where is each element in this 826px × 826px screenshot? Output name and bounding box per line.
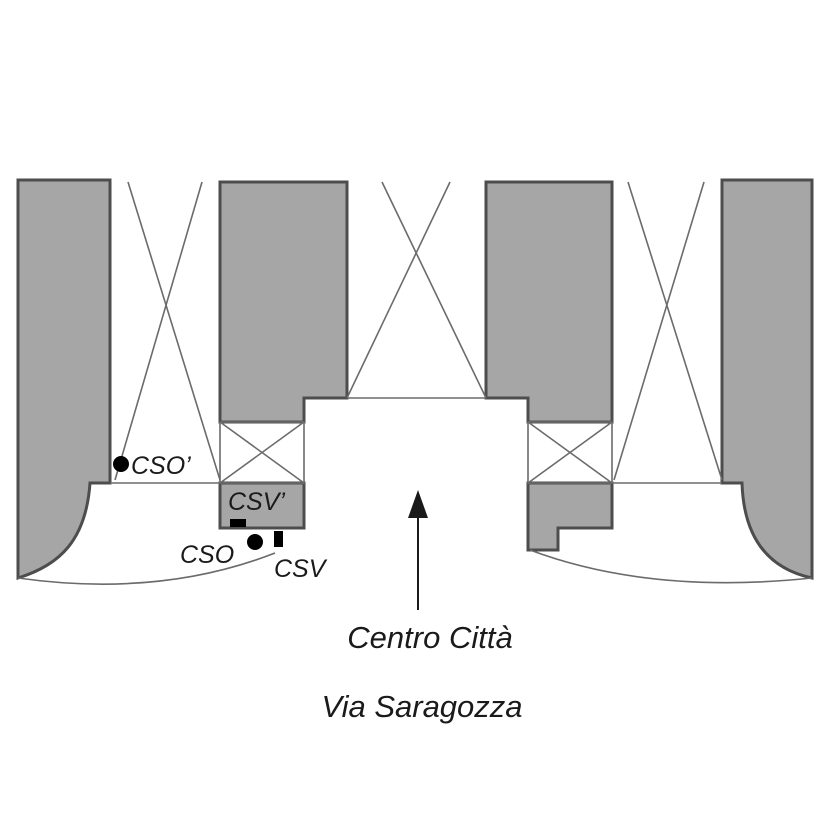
building-left-center (218, 180, 349, 424)
block-lower-right (526, 481, 614, 552)
crossing-line (219, 421, 305, 484)
signal-csv (274, 531, 283, 547)
signal-csv-prime (230, 519, 246, 527)
label-cso: CSO (180, 541, 234, 569)
crossing-line (127, 181, 221, 481)
crossing-line (381, 181, 487, 399)
signal-cso (247, 534, 263, 550)
destination-line2: Via Saragozza (321, 689, 522, 724)
crossing-line (527, 421, 613, 484)
building-right-center (484, 180, 614, 424)
road-curve-right (529, 549, 813, 584)
signal-cso-prime (113, 456, 129, 472)
label-csv-prime: CSV’ (228, 488, 285, 516)
label-cso-prime: CSO’ (131, 452, 191, 480)
building-far-left (16, 178, 112, 581)
road-curve-left (17, 552, 276, 585)
crossing-line (613, 181, 705, 481)
crossing-line (346, 181, 451, 399)
direction-arrow-head (408, 490, 428, 518)
destination-line1: Centro Città (347, 620, 512, 655)
crossing-box-right (527, 421, 613, 484)
building-far-right (720, 178, 814, 580)
crossing-line (627, 181, 723, 481)
crossing-line (114, 181, 203, 481)
crossing-box-left (219, 421, 305, 484)
label-csv: CSV (274, 555, 328, 583)
